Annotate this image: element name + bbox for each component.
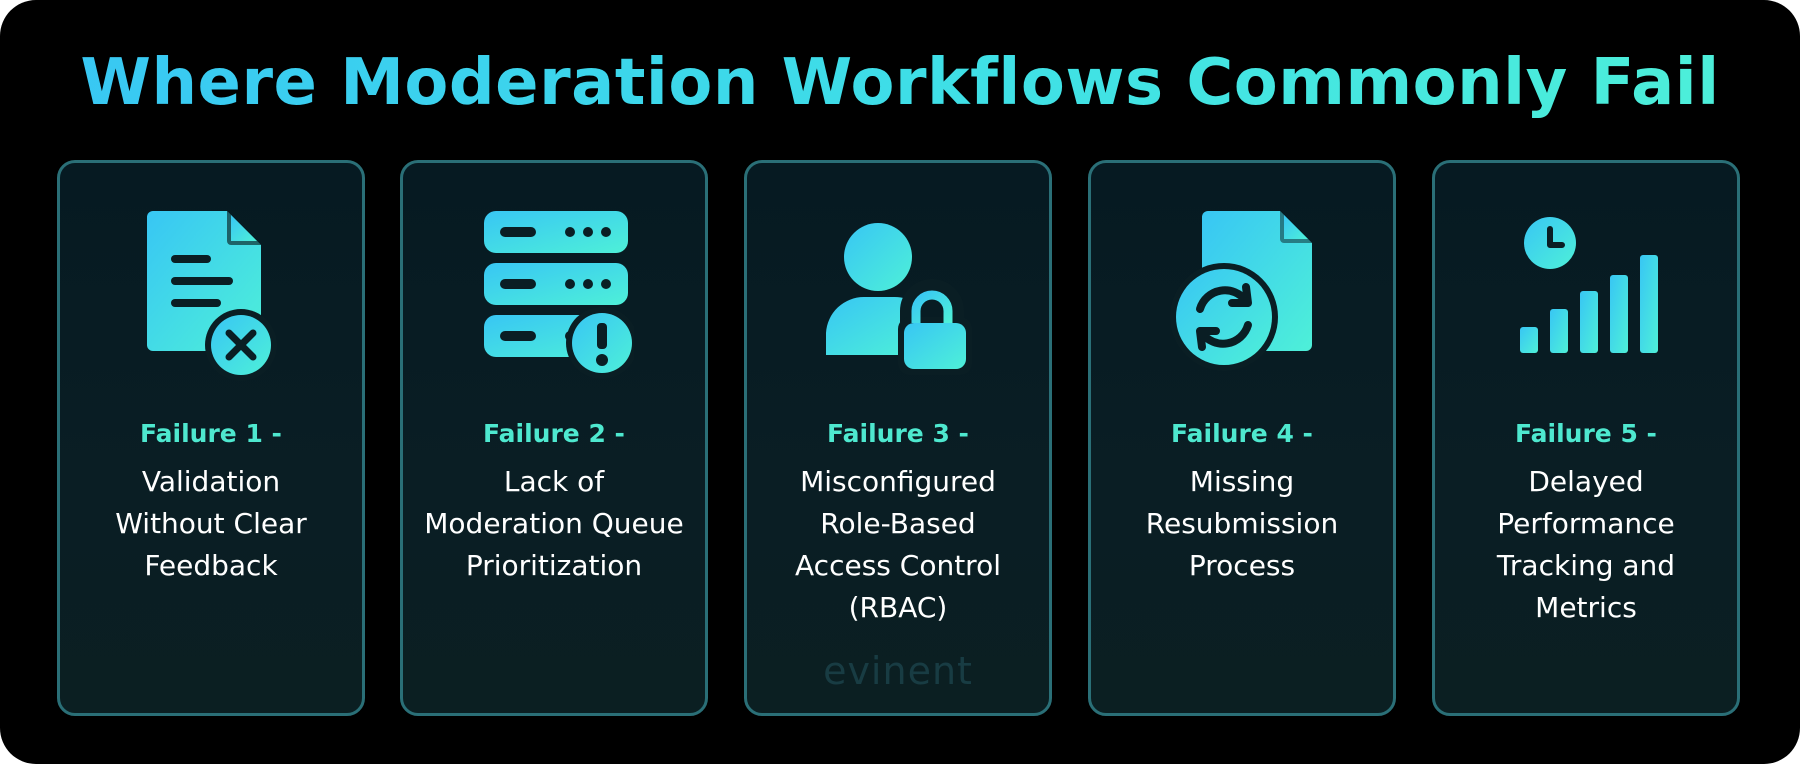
failure-label: Failure 3 - xyxy=(827,419,969,448)
page-title: Where Moderation Workflows Commonly Fail xyxy=(0,38,1800,128)
failure-card-3: Failure 3 - Misconfigured Role-Based Acc… xyxy=(744,160,1052,716)
failure-label: Failure 1 - xyxy=(140,419,282,448)
failure-card-1: Failure 1 - Validation Without Clear Fee… xyxy=(57,160,365,716)
failure-label: Failure 2 - xyxy=(483,419,625,448)
failure-description: Misconfigured Role-Based Access Control … xyxy=(795,465,1001,624)
user-lock-icon xyxy=(818,205,978,385)
failure-description: Missing Resubmission Process xyxy=(1145,465,1339,582)
failure-description: Validation Without Clear Feedback xyxy=(115,465,307,582)
failure-card-2: Failure 2 - Lack of Moderation Queue Pri… xyxy=(400,160,708,716)
failure-card-4: Failure 4 - Missing Resubmission Process xyxy=(1088,160,1396,716)
brand-watermark: evinent xyxy=(823,649,973,693)
document-refresh-icon xyxy=(1162,205,1322,385)
server-warning-icon xyxy=(474,205,634,385)
failure-description: Lack of Moderation Queue Prioritization xyxy=(424,465,684,582)
failure-card-5: Failure 5 - Delayed Performance Tracking… xyxy=(1432,160,1740,716)
clock-bars-icon xyxy=(1506,205,1666,385)
document-x-icon xyxy=(131,205,291,385)
failure-label: Failure 4 - xyxy=(1171,419,1313,448)
failure-label: Failure 5 - xyxy=(1515,419,1657,448)
failure-description: Delayed Performance Tracking and Metrics xyxy=(1496,465,1676,624)
